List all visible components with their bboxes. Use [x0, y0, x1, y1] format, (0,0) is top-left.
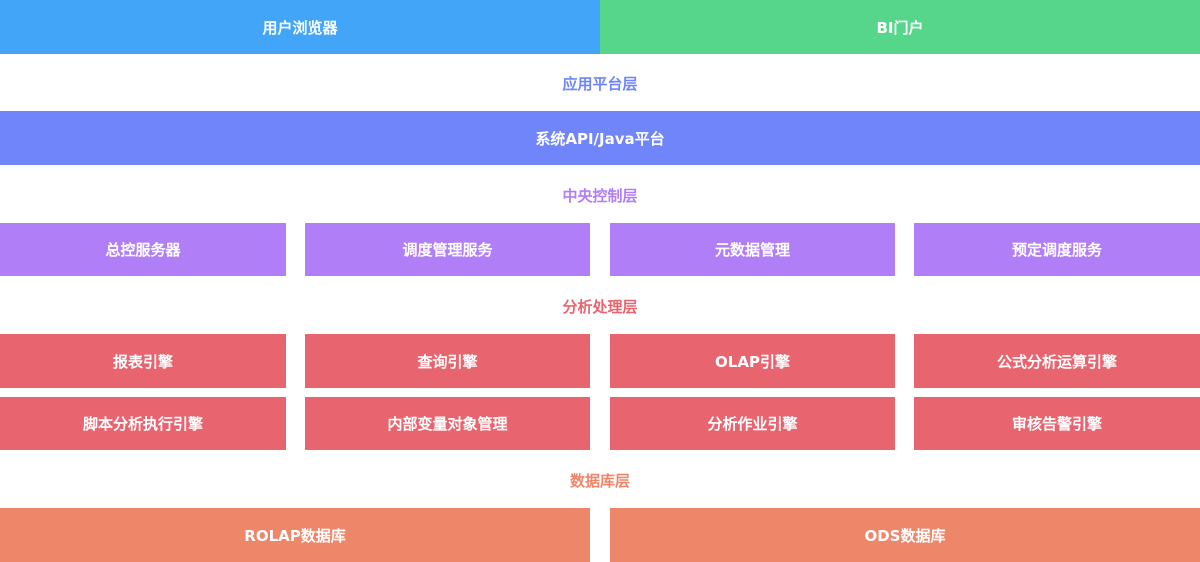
system-api-java-platform-block: 系统API/Java平台	[0, 111, 1200, 165]
analysis-engine-block: 脚本分析执行引擎	[0, 397, 286, 450]
control-layer-title: 中央控制层	[562, 187, 638, 205]
control-block: 元数据管理	[610, 223, 895, 276]
analysis-engine-block: OLAP引擎	[610, 334, 895, 388]
analysis-engine-block: 公式分析运算引擎	[914, 334, 1200, 388]
rolap-database-block: ROLAP数据库	[0, 508, 590, 562]
control-block: 总控服务器	[0, 223, 286, 276]
database-layer-title: 数据库层	[569, 472, 630, 490]
analysis-engine-block: 审核告警引擎	[914, 397, 1200, 450]
analysis-engine-block: 报表引擎	[0, 334, 286, 388]
control-block: 调度管理服务	[305, 223, 590, 276]
user-browser-block: 用户浏览器	[0, 0, 600, 54]
control-block: 预定调度服务	[914, 223, 1200, 276]
ods-database-block: ODS数据库	[610, 508, 1200, 562]
analysis-engine-block: 查询引擎	[305, 334, 590, 388]
bi-portal-block: BI门户	[600, 0, 1200, 54]
analysis-layer-title: 分析处理层	[562, 298, 638, 316]
analysis-engine-block: 分析作业引擎	[610, 397, 895, 450]
analysis-engine-block: 内部变量对象管理	[305, 397, 590, 450]
application-layer-title: 应用平台层	[562, 75, 638, 93]
